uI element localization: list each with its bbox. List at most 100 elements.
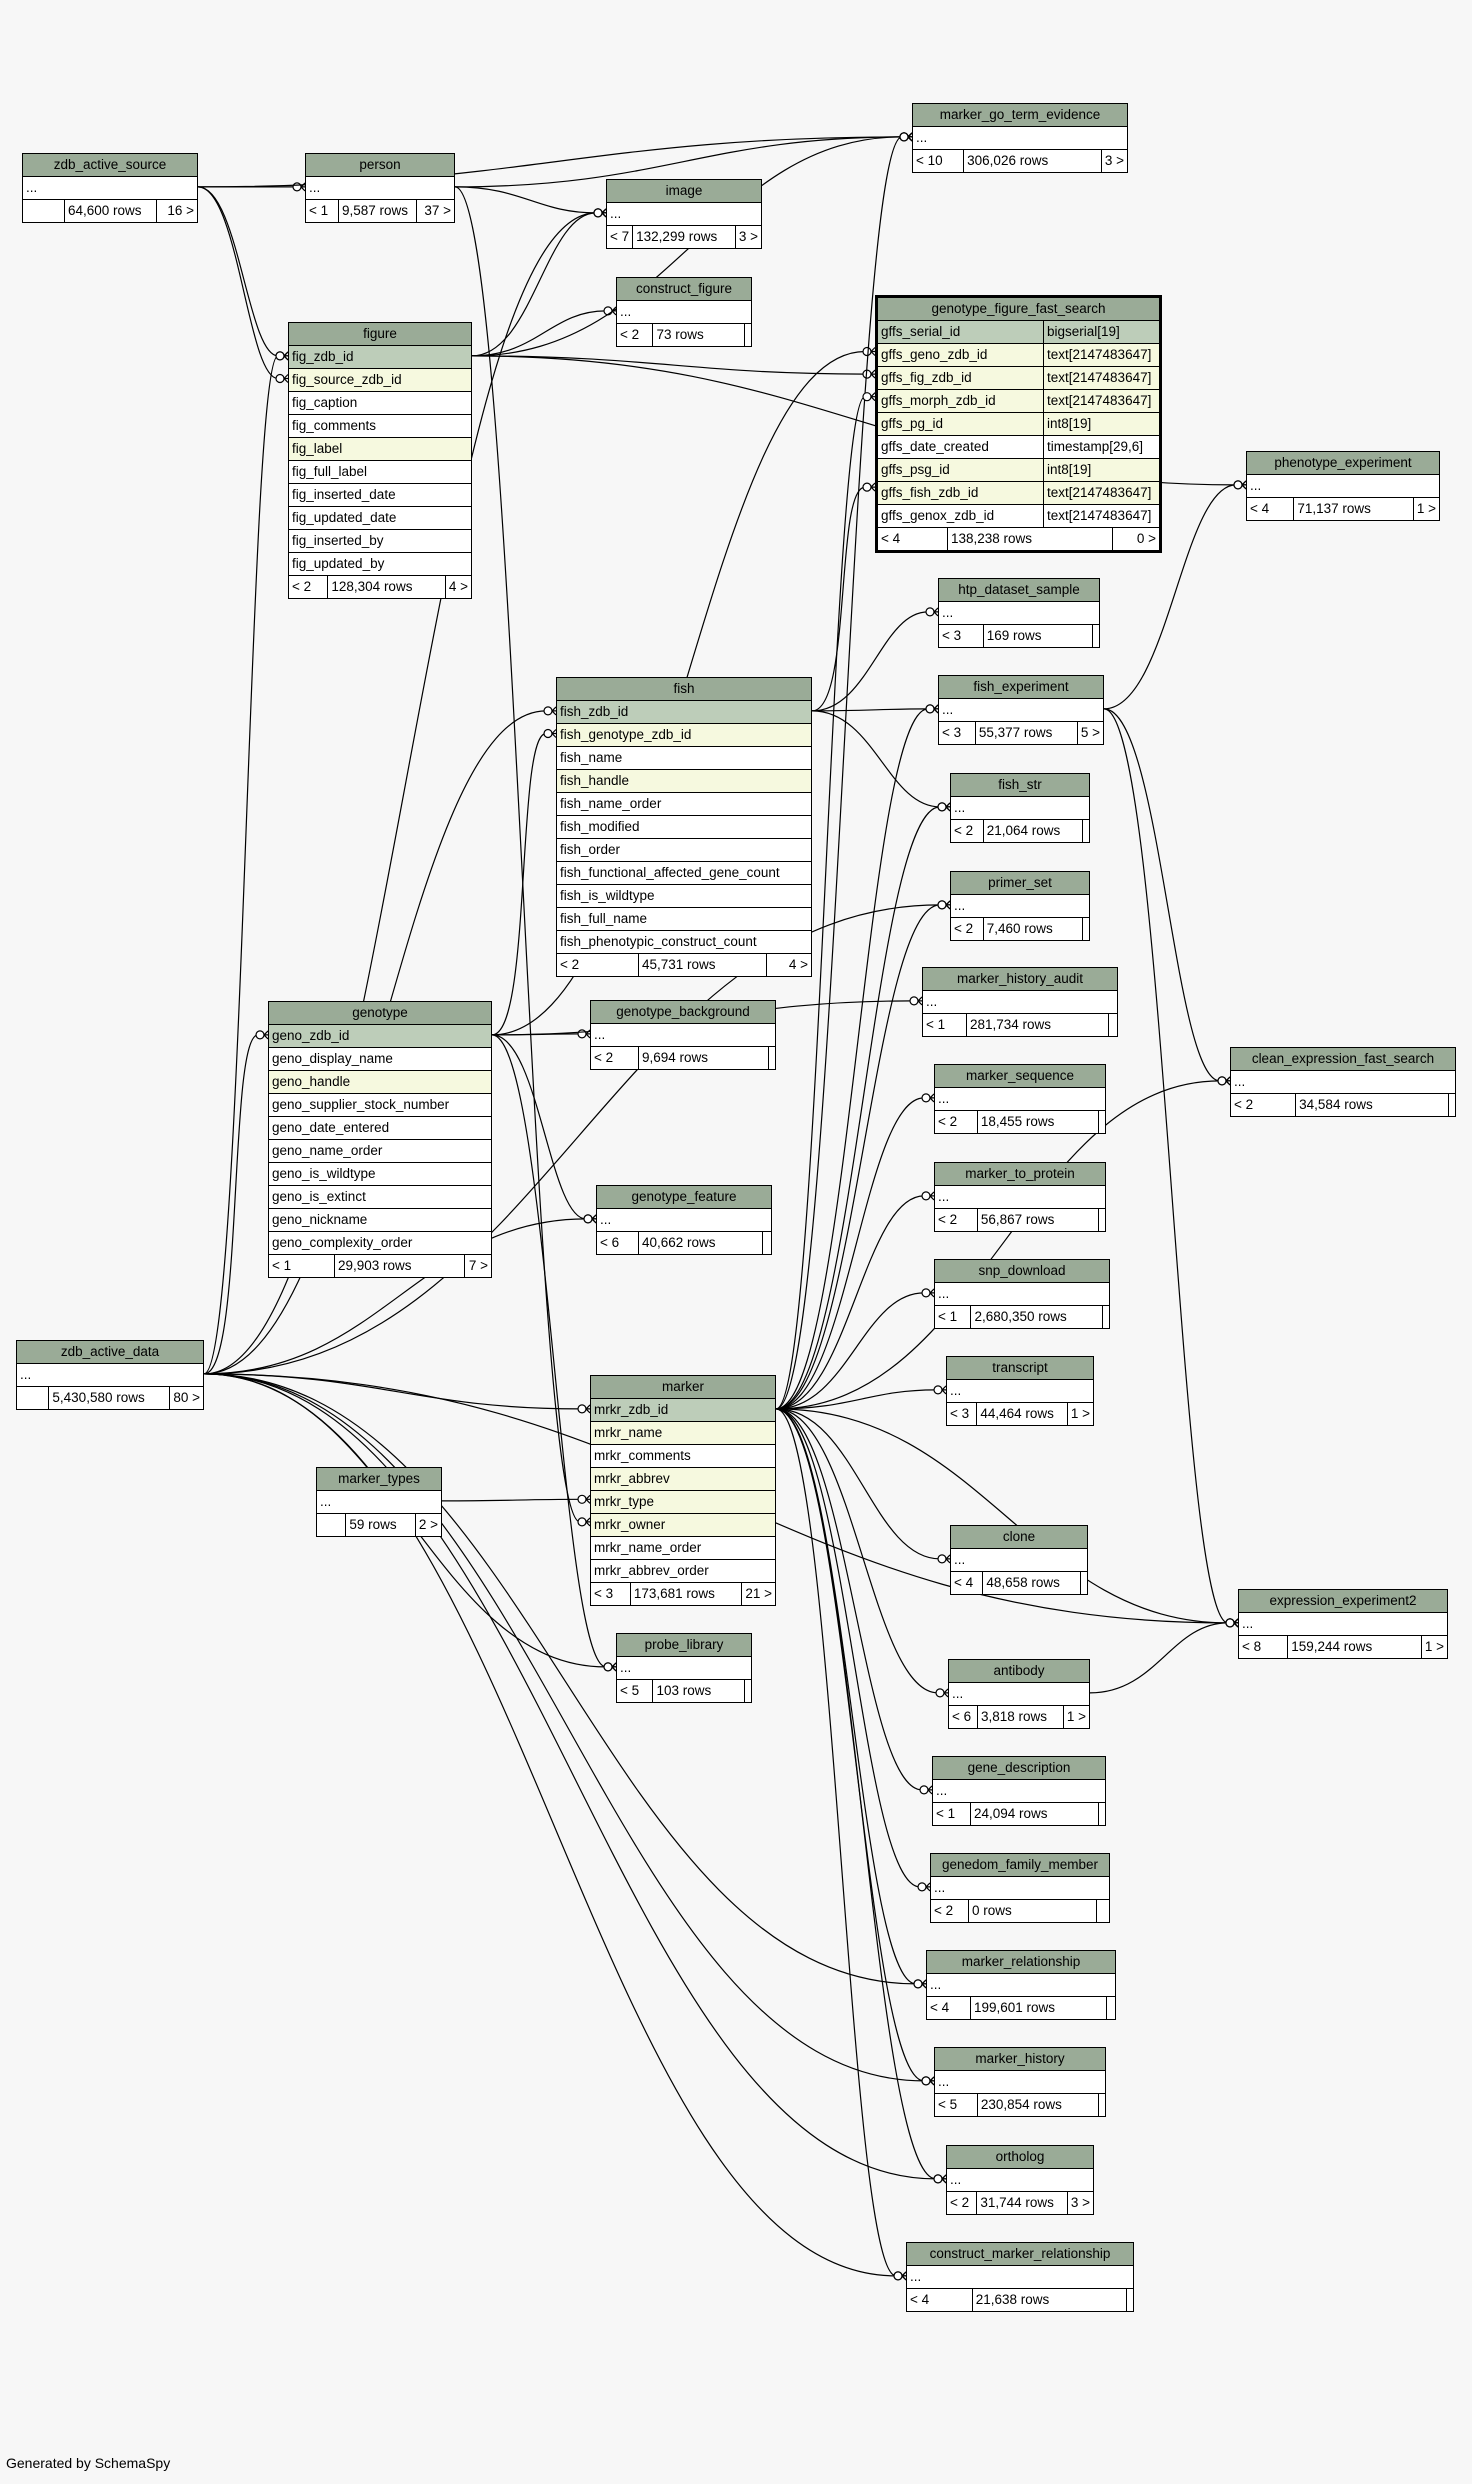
- column-row[interactable]: ...: [907, 2266, 1133, 2289]
- column-row[interactable]: mrkr_abbrev: [591, 1468, 775, 1491]
- column-row[interactable]: geno_nickname: [269, 1209, 491, 1232]
- column-row[interactable]: fig_updated_date: [289, 507, 471, 530]
- column-row[interactable]: ...: [1247, 475, 1439, 498]
- column-row[interactable]: fig_inserted_date: [289, 484, 471, 507]
- column-row[interactable]: mrkr_owner: [591, 1514, 775, 1537]
- column-row[interactable]: ...: [935, 1283, 1109, 1306]
- column-row[interactable]: ...: [617, 1657, 751, 1680]
- column-row[interactable]: ...: [617, 301, 751, 324]
- column-row[interactable]: fish_functional_affected_gene_count: [557, 862, 811, 885]
- column-row[interactable]: ...: [317, 1491, 441, 1514]
- column-row[interactable]: ...: [935, 2071, 1105, 2094]
- column-row[interactable]: geno_name_order: [269, 1140, 491, 1163]
- column-row[interactable]: ...: [947, 1380, 1093, 1403]
- column-row[interactable]: geno_handle: [269, 1071, 491, 1094]
- column-row[interactable]: fish_name_order: [557, 793, 811, 816]
- column-row[interactable]: mrkr_zdb_id: [591, 1399, 775, 1422]
- column-row[interactable]: geno_supplier_stock_number: [269, 1094, 491, 1117]
- column-row[interactable]: fig_zdb_id: [289, 346, 471, 369]
- column-row[interactable]: fish_genotype_zdb_id: [557, 724, 811, 747]
- column-row[interactable]: ...: [927, 1974, 1115, 1997]
- column-row[interactable]: fig_label: [289, 438, 471, 461]
- column-row[interactable]: ...: [1239, 1613, 1447, 1636]
- column-row[interactable]: ...: [607, 203, 761, 226]
- column-row[interactable]: ...: [951, 895, 1089, 918]
- column-row[interactable]: ...: [951, 1549, 1087, 1572]
- column-row[interactable]: geno_date_entered: [269, 1117, 491, 1140]
- column-row[interactable]: ...: [939, 602, 1099, 625]
- column-row[interactable]: mrkr_name: [591, 1422, 775, 1445]
- column-row[interactable]: geno_is_extinct: [269, 1186, 491, 1209]
- column-row[interactable]: mrkr_comments: [591, 1445, 775, 1468]
- column-row[interactable]: fish_name: [557, 747, 811, 770]
- column-row[interactable]: ...: [923, 991, 1117, 1014]
- column-row[interactable]: ...: [935, 1088, 1105, 1111]
- column-row[interactable]: ...: [935, 1186, 1105, 1209]
- column-row[interactable]: ...: [947, 2169, 1093, 2192]
- column-row[interactable]: geno_zdb_id: [269, 1025, 491, 1048]
- column-row[interactable]: ...: [1231, 1071, 1455, 1094]
- column-row[interactable]: geno_complexity_order: [269, 1232, 491, 1255]
- column-row[interactable]: fig_updated_by: [289, 553, 471, 576]
- column-row[interactable]: ...: [17, 1364, 203, 1387]
- column-row[interactable]: ...: [931, 1877, 1109, 1900]
- column-row[interactable]: geno_display_name: [269, 1048, 491, 1071]
- column-row[interactable]: ...: [913, 127, 1127, 150]
- column-row[interactable]: mrkr_type: [591, 1491, 775, 1514]
- column-row[interactable]: mrkr_abbrev_order: [591, 1560, 775, 1583]
- column-row[interactable]: ...: [949, 1683, 1089, 1706]
- column-row[interactable]: fish_zdb_id: [557, 701, 811, 724]
- column-row[interactable]: ...: [591, 1024, 775, 1047]
- column-row[interactable]: fish_modified: [557, 816, 811, 839]
- column-row[interactable]: fig_source_zdb_id: [289, 369, 471, 392]
- column-row[interactable]: fig_inserted_by: [289, 530, 471, 553]
- column-row[interactable]: ...: [597, 1209, 771, 1232]
- column-row[interactable]: geno_is_wildtype: [269, 1163, 491, 1186]
- column-row[interactable]: fish_is_wildtype: [557, 885, 811, 908]
- column-row[interactable]: ...: [939, 699, 1103, 722]
- column-row[interactable]: ...: [933, 1780, 1105, 1803]
- column-row[interactable]: fish_handle: [557, 770, 811, 793]
- column-row[interactable]: ...: [306, 177, 454, 200]
- column-row[interactable]: fig_full_label: [289, 461, 471, 484]
- column-row[interactable]: fish_phenotypic_construct_count: [557, 931, 811, 954]
